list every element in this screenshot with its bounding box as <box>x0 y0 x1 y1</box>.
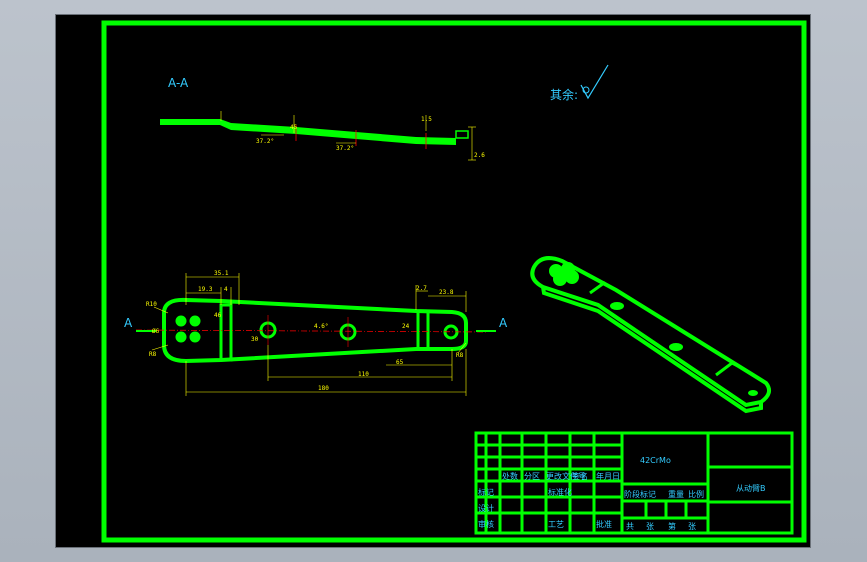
svg-text:30: 30 <box>251 336 259 343</box>
svg-text:批准: 批准 <box>596 519 612 529</box>
svg-text:工艺: 工艺 <box>548 520 564 529</box>
svg-text:37.2°: 37.2° <box>256 138 274 145</box>
svg-text:标准化: 标准化 <box>548 487 572 497</box>
svg-text:重量: 重量 <box>668 489 684 499</box>
section-view: 37.2° 37.2° 1.5 45 2.6 <box>160 111 485 161</box>
section-marker-right: A <box>499 316 508 330</box>
svg-text:设计: 设计 <box>478 503 494 513</box>
title-block: 标记 处数 分区 更改文件号 签名 年月日 设计 标准化 审核 工艺 批准 阶段… <box>474 431 794 535</box>
svg-text:R8: R8 <box>149 351 157 358</box>
plan-view: 35.1 19.3 4 2.7 23.8 4.6° 110 180 65 R10… <box>135 270 496 396</box>
material-text: 42CrMo <box>640 456 671 465</box>
svg-text:35.1: 35.1 <box>214 270 229 277</box>
svg-text:第: 第 <box>668 521 676 531</box>
part-name-text: 从动臂B <box>736 483 766 493</box>
svg-text:张: 张 <box>646 522 654 531</box>
svg-text:23.8: 23.8 <box>439 289 454 296</box>
isometric-view <box>530 256 772 414</box>
surface-finish-note: 其余: <box>550 64 609 102</box>
svg-text:2.7: 2.7 <box>416 285 427 292</box>
svg-text:审核: 审核 <box>478 519 494 529</box>
svg-text:2.6: 2.6 <box>474 152 485 159</box>
section-marker-left: A <box>124 316 133 330</box>
svg-text:4: 4 <box>224 286 228 293</box>
svg-text:R10: R10 <box>146 301 157 308</box>
svg-text:其余:: 其余: <box>550 87 578 102</box>
svg-text:180: 180 <box>318 385 329 392</box>
svg-text:37.2°: 37.2° <box>336 145 354 152</box>
svg-text:45: 45 <box>290 124 298 131</box>
svg-text:共: 共 <box>626 522 634 531</box>
svg-text:签名: 签名 <box>572 471 588 481</box>
svg-text:Ø6: Ø6 <box>152 328 160 335</box>
svg-text:110: 110 <box>358 371 369 378</box>
outer-frame <box>101 20 807 543</box>
svg-text:年月日: 年月日 <box>596 471 620 481</box>
svg-text:更改文件号: 更改文件号 <box>546 471 586 481</box>
svg-text:阶段标记: 阶段标记 <box>624 489 656 499</box>
svg-text:张: 张 <box>688 522 696 531</box>
cad-drawing: A-A A A 其余: 37.2° 37.2° 1.5 45 2.6 <box>101 20 807 543</box>
cad-viewport[interactable]: A-A A A 其余: 37.2° 37.2° 1.5 45 2.6 <box>55 14 811 548</box>
svg-text:R8: R8 <box>456 352 464 359</box>
svg-text:19.3: 19.3 <box>198 286 213 293</box>
svg-text:比例: 比例 <box>688 489 704 499</box>
svg-text:4.6°: 4.6° <box>314 323 328 330</box>
svg-text:1.5: 1.5 <box>421 116 432 123</box>
svg-text:46: 46 <box>214 312 222 319</box>
svg-text:处数: 处数 <box>502 471 518 481</box>
section-label: A-A <box>168 76 189 90</box>
svg-text:65: 65 <box>396 359 404 366</box>
svg-text:分区: 分区 <box>524 472 540 481</box>
svg-text:24: 24 <box>402 323 410 330</box>
svg-text:标记: 标记 <box>478 487 494 497</box>
